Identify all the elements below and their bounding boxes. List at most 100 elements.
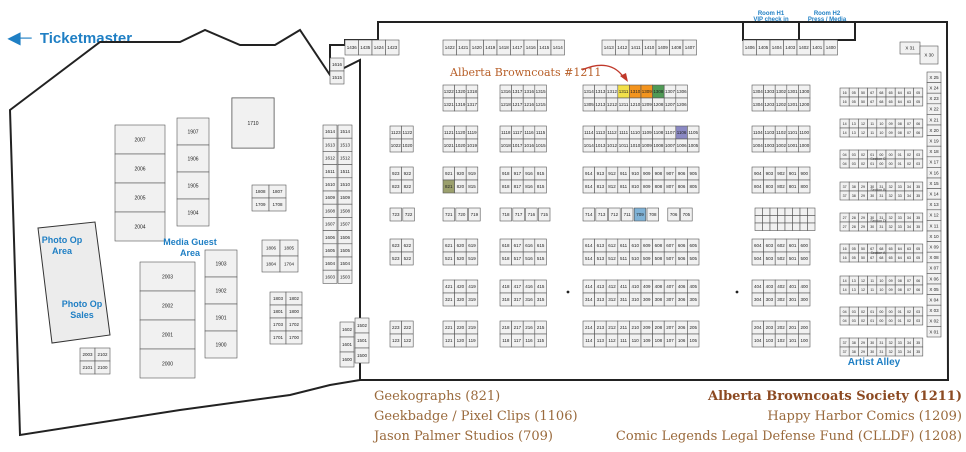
booth[interactable] — [798, 97, 811, 112]
booth[interactable] — [114, 153, 166, 184]
booth[interactable] — [913, 127, 924, 138]
booth[interactable] — [204, 330, 238, 359]
booth[interactable] — [401, 333, 414, 348]
booth[interactable] — [468, 207, 481, 222]
booth[interactable] — [322, 269, 338, 284]
booth[interactable] — [465, 138, 479, 153]
booth[interactable] — [534, 138, 547, 153]
booth[interactable] — [389, 207, 402, 222]
booth[interactable] — [176, 198, 210, 227]
booth[interactable] — [823, 39, 838, 56]
booth[interactable] — [687, 251, 700, 266]
booth[interactable] — [913, 346, 924, 357]
booth[interactable] — [231, 97, 275, 149]
booth[interactable] — [792, 215, 801, 224]
booth[interactable] — [525, 207, 538, 222]
booth[interactable] — [176, 171, 210, 200]
booth[interactable] — [114, 182, 166, 213]
booth[interactable] — [465, 292, 479, 307]
booth[interactable] — [913, 252, 924, 263]
booth[interactable] — [799, 222, 808, 231]
booth[interactable] — [139, 290, 196, 321]
booth[interactable] — [777, 207, 786, 216]
booth[interactable] — [919, 45, 939, 65]
booth[interactable] — [926, 326, 942, 338]
booth[interactable] — [354, 347, 370, 364]
booth[interactable] — [512, 207, 525, 222]
booth[interactable] — [401, 138, 414, 153]
booth[interactable] — [792, 222, 801, 231]
booth[interactable] — [762, 222, 771, 231]
booth[interactable] — [807, 207, 816, 216]
booth[interactable] — [680, 207, 693, 222]
booth[interactable] — [114, 124, 166, 155]
booth[interactable] — [279, 255, 299, 273]
booth[interactable] — [807, 222, 816, 231]
booth[interactable] — [582, 207, 595, 222]
booth[interactable] — [913, 96, 924, 107]
booth[interactable] — [784, 222, 793, 231]
booth[interactable] — [534, 179, 547, 194]
booth[interactable] — [913, 315, 924, 326]
booth[interactable] — [798, 251, 811, 266]
booth[interactable] — [667, 207, 680, 222]
booth[interactable] — [385, 39, 400, 56]
booth[interactable] — [499, 207, 512, 222]
booth[interactable] — [268, 197, 287, 212]
booth[interactable] — [401, 251, 414, 266]
booth[interactable] — [798, 179, 811, 194]
booth[interactable] — [534, 97, 547, 112]
booth[interactable] — [799, 207, 808, 216]
booth[interactable] — [913, 190, 924, 201]
booth[interactable] — [769, 215, 778, 224]
booth[interactable] — [913, 158, 924, 169]
booth[interactable] — [595, 207, 608, 222]
booth[interactable] — [534, 333, 547, 348]
booth[interactable] — [465, 251, 479, 266]
booth[interactable] — [550, 39, 565, 56]
booth[interactable] — [465, 333, 479, 348]
booth[interactable] — [139, 319, 196, 350]
booth[interactable] — [538, 207, 551, 222]
booth[interactable] — [534, 251, 547, 266]
booth[interactable] — [799, 215, 808, 224]
booth[interactable] — [769, 207, 778, 216]
booth[interactable] — [754, 215, 763, 224]
booth[interactable] — [798, 138, 811, 153]
booth[interactable] — [139, 348, 196, 379]
booth[interactable] — [339, 351, 355, 368]
booth[interactable] — [762, 207, 771, 216]
booth[interactable] — [687, 138, 700, 153]
booth[interactable] — [798, 292, 811, 307]
booth[interactable] — [633, 207, 647, 222]
booth[interactable] — [204, 249, 238, 278]
booth[interactable] — [401, 179, 414, 194]
booth[interactable] — [646, 207, 659, 222]
booth[interactable] — [337, 269, 353, 284]
booth[interactable] — [204, 276, 238, 305]
booth[interactable] — [777, 222, 786, 231]
booth[interactable] — [465, 97, 479, 112]
booth[interactable] — [687, 179, 700, 194]
booth[interactable] — [784, 215, 793, 224]
booth[interactable] — [754, 207, 763, 216]
booth[interactable] — [913, 284, 924, 295]
booth[interactable] — [675, 97, 688, 112]
booth[interactable] — [285, 330, 303, 345]
booth[interactable] — [442, 207, 455, 222]
booth[interactable] — [176, 144, 210, 173]
booth[interactable] — [754, 222, 763, 231]
booth[interactable] — [913, 221, 924, 232]
booth[interactable] — [807, 215, 816, 224]
booth[interactable] — [94, 360, 111, 375]
booth[interactable] — [402, 207, 415, 222]
booth[interactable] — [608, 207, 621, 222]
booth[interactable] — [777, 215, 786, 224]
booth[interactable] — [687, 333, 700, 348]
booth[interactable] — [621, 207, 634, 222]
booth[interactable] — [455, 207, 468, 222]
booth[interactable] — [687, 292, 700, 307]
booth[interactable] — [465, 179, 479, 194]
booth[interactable] — [114, 211, 166, 242]
booth[interactable] — [798, 333, 811, 348]
